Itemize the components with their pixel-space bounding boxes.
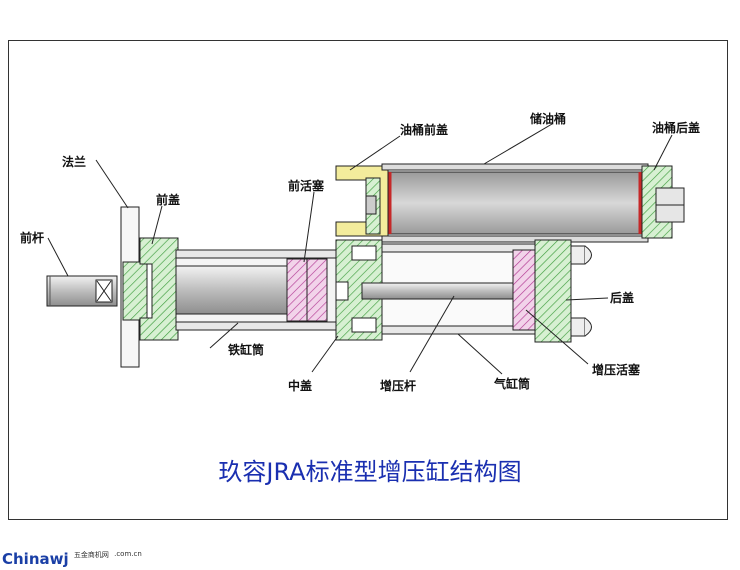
front-piston: [286, 258, 328, 322]
leader-lines: [47, 123, 673, 375]
oil-barrel-front-cover: [335, 165, 389, 237]
label-air-cylinder: 气缸筒: [493, 376, 530, 391]
rear-cover: [534, 239, 592, 343]
label-oil-reservoir: 储油桶: [530, 111, 566, 126]
watermark-brand: Chinawj: [2, 550, 69, 568]
label-front-cover: 前盖: [156, 192, 180, 207]
flange: [120, 206, 148, 368]
label-oil-barrel-front-cover: 油桶前盖: [400, 122, 448, 137]
label-flange: 法兰: [62, 154, 86, 169]
label-rear-cover: 后盖: [610, 290, 634, 305]
booster-rod: [361, 282, 519, 300]
front-rod: [46, 275, 118, 307]
middle-cover: [335, 239, 383, 341]
label-booster-rod: 增压杆: [380, 378, 416, 393]
label-front-rod: 前杆: [20, 230, 44, 245]
label-middle-cover: 中盖: [288, 378, 312, 393]
label-oil-barrel-rear-cover: 油桶后盖: [652, 120, 700, 135]
watermark-small-top: 五金商机网: [73, 551, 109, 559]
watermark-small-bottom: .com.cn: [114, 550, 142, 558]
label-front-piston: 前活塞: [288, 178, 325, 193]
label-booster-piston: 增压活塞: [592, 362, 641, 377]
label-iron-cylinder: 铁缸筒: [228, 342, 264, 357]
booster-piston: [512, 249, 536, 331]
oil-barrel-rear-cover: [641, 165, 685, 239]
diagram-caption: 玖容JRA标准型增压缸结构图: [218, 458, 522, 486]
watermark-logo: Chinawj 五金商机网 .com.cn: [2, 550, 142, 568]
oil-reservoir: [381, 163, 649, 243]
